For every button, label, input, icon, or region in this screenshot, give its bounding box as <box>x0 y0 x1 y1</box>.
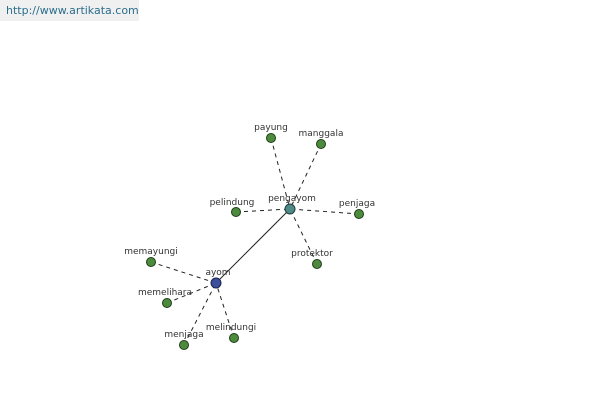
node-melindungi[interactable] <box>229 333 239 343</box>
label-penjaga: penjaga <box>339 199 375 209</box>
node-payung[interactable] <box>266 133 276 143</box>
graph-labels: payung manggala pelindung penjaga protektor m… <box>124 123 375 340</box>
label-pelindung: pelindung <box>210 198 255 208</box>
edge-pelindung-pengayom <box>235 208 291 213</box>
edge-ayom-pengayom <box>215 208 291 284</box>
edge-memelihara-ayom <box>166 282 217 304</box>
node-pelindung[interactable] <box>231 207 241 217</box>
graph-nodes <box>146 133 364 350</box>
site-url-banner[interactable]: http://www.artikata.com <box>0 0 139 21</box>
label-pengayom: pengayom <box>268 194 316 204</box>
label-melindungi: melindungi <box>206 323 256 333</box>
edge-penjaga-pengayom <box>289 208 360 215</box>
node-memayungi[interactable] <box>146 257 156 267</box>
node-ayom[interactable] <box>210 277 222 289</box>
label-menjaga: menjaga <box>164 330 203 340</box>
label-protektor: protektor <box>291 249 333 259</box>
node-penjaga[interactable] <box>354 209 364 219</box>
node-protektor[interactable] <box>312 259 322 269</box>
node-menjaga[interactable] <box>179 340 189 350</box>
edge-memayungi-ayom <box>150 261 217 284</box>
label-memelihara: memelihara <box>138 288 192 298</box>
graph-edges <box>150 137 360 346</box>
label-payung: payung <box>254 123 288 133</box>
edge-protektor-pengayom <box>289 208 318 265</box>
label-memayungi: memayungi <box>124 247 178 257</box>
label-manggala: manggala <box>299 129 344 139</box>
label-ayom: ayom <box>205 268 230 278</box>
edge-melindungi-ayom <box>215 282 235 339</box>
edge-menjaga-ayom <box>183 282 217 346</box>
node-memelihara[interactable] <box>162 298 172 308</box>
node-manggala[interactable] <box>316 139 326 149</box>
node-pengayom[interactable] <box>284 203 296 215</box>
